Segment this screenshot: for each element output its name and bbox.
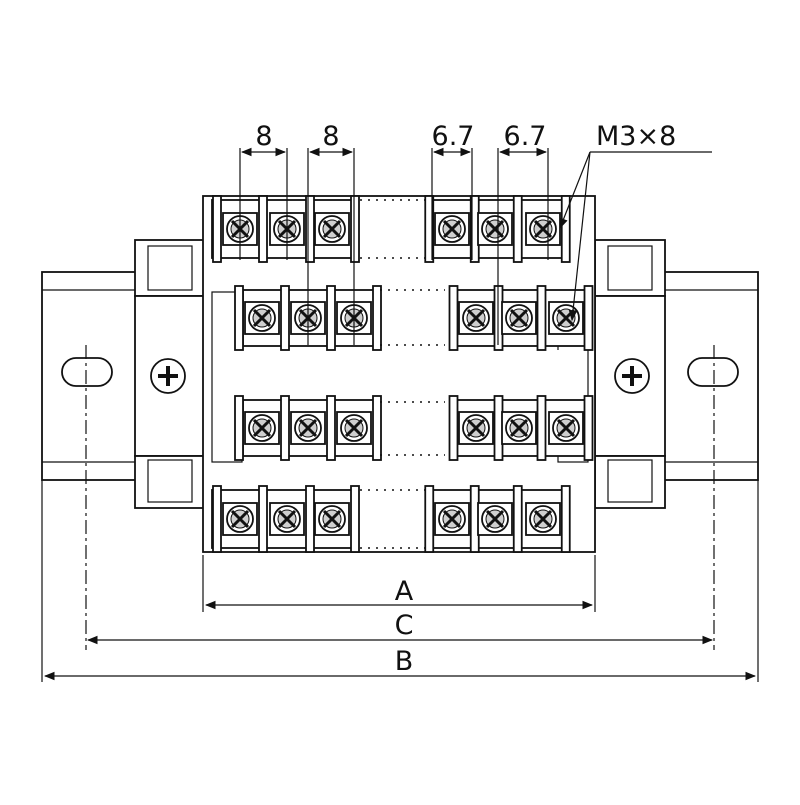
dimension-a-label: A [395,576,414,607]
phillips-screw-icon [150,358,186,394]
terminal-screw-icon [336,411,372,445]
terminal-screw-icon [525,502,561,536]
terminal-screw-icon [314,502,350,536]
terminal-row [424,485,571,553]
terminal-screw-icon [548,301,584,335]
terminal-screw-icon [269,502,305,536]
dimension-a [202,555,596,612]
terminal-screw-icon [434,502,470,536]
dimension-b-label: B [395,646,414,677]
terminal-row [448,395,594,461]
terminal-screw-icon [314,212,350,246]
center-lines [85,345,715,650]
continuation-dots [360,199,445,549]
rail-slot-right [687,357,739,387]
dimension-b [41,480,759,682]
terminal-row [211,485,360,553]
screw-spec-leader [559,151,712,322]
pitch-label-left-1: 8 [255,121,272,152]
terminal-screw-icon [458,301,494,335]
pitch-label-right-1: 6.7 [432,121,475,152]
terminal-screw-icon [222,502,258,536]
terminal-screw-icon [501,411,537,445]
terminal-screw-icon [525,212,561,246]
terminal-screw-icon [434,212,470,246]
pitch-label-left-2: 8 [322,121,339,152]
terminal-row [448,285,594,351]
terminal-screw-icon [477,212,513,246]
terminal-row [211,195,360,263]
terminal-screw-icon [477,502,513,536]
terminal-screw-icon [244,411,280,445]
terminal-screw-icon [244,301,280,335]
terminal-row [234,395,382,461]
terminal-screw-icon [458,411,494,445]
phillips-screw-icon [614,358,650,394]
end-bracket-right [594,239,666,509]
pitch-dimension-left [239,147,355,345]
pitch-label-right-2: 6.7 [504,121,547,152]
dimension-c-label: C [395,610,414,641]
terminal-screw-icon [290,411,326,445]
screw-spec-label: M3×8 [596,121,676,152]
terminal-screw-icon [501,301,537,335]
terminal-rows [211,195,594,553]
pitch-dimension-right [431,147,549,345]
terminal-screw-icon [548,411,584,445]
rail-slot-left [61,357,113,387]
